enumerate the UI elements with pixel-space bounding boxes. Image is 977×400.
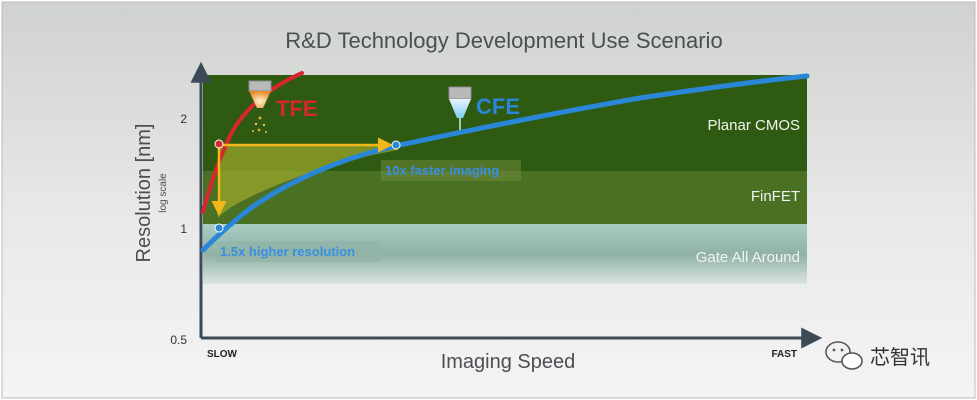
annotation-higher-resolution: 1.5x higher resolution xyxy=(220,244,355,259)
series-line-tfe xyxy=(201,71,304,214)
y-axis-sublabel: log scale xyxy=(158,173,169,213)
x-tick-label-slow: SLOW xyxy=(207,349,238,360)
wechat-icon xyxy=(825,341,863,370)
annotation-faster-imaging: 10x faster imaging xyxy=(385,163,499,178)
annotation-box-faster xyxy=(381,160,521,181)
y-tick-label: 1 xyxy=(180,222,187,236)
region-label-planar-cmos: Planar CMOS xyxy=(707,117,800,134)
chart-title: R&D Technology Development Use Scenario xyxy=(285,28,722,53)
cfe-point-slow xyxy=(214,223,224,233)
annotation-box-resolution xyxy=(216,241,380,262)
series-label-tfe: TFE xyxy=(276,96,318,121)
series-label-cfe: CFE xyxy=(476,94,520,119)
series-line-cfe xyxy=(200,73,810,253)
watermark-text: 芯智讯 xyxy=(870,346,930,369)
x-axis-label: Imaging Speed xyxy=(441,351,576,373)
region-label-gate-all-around: Gate All Around xyxy=(696,249,800,266)
y-axis-label: Resolution [nm] xyxy=(133,124,155,263)
x-tick-label-fast: FAST xyxy=(771,349,797,360)
tfe-point xyxy=(214,139,224,149)
cfe-point-fast xyxy=(391,140,401,150)
y-tick-label: 2 xyxy=(180,112,187,126)
cfe-emitter-icon xyxy=(448,86,472,130)
y-tick-label: 0.5 xyxy=(170,333,187,347)
tfe-emitter-icon xyxy=(248,80,272,133)
gain-area xyxy=(218,145,398,218)
region-label-finfet: FinFET xyxy=(751,188,800,205)
